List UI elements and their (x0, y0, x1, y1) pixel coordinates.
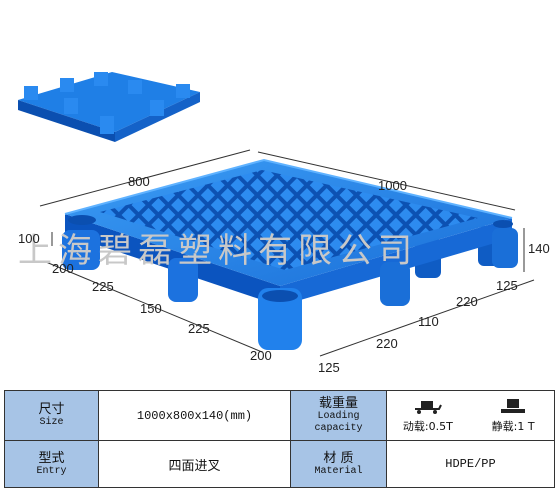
size-label-en: Size (39, 417, 64, 428)
dim-length: 1000 (378, 178, 407, 193)
static-load-label: 静载:1 T (491, 420, 535, 433)
dim-height-side: 140 (528, 241, 550, 256)
material-label-cell: 材 质 Material (290, 440, 387, 488)
material-label-en: Material (314, 465, 363, 477)
dimension-lines (39, 149, 535, 357)
side-spacing-5: 125 (496, 278, 518, 293)
side-spacing-2: 220 (376, 336, 398, 351)
entry-label-zh: 型式 (38, 450, 65, 466)
pallet-figure: 上海碧磊塑料有限公司 1000 800 100 140 200 225 150 … (18, 72, 550, 375)
capacity-label-cell: 载重量 Loading capacity (290, 390, 387, 441)
static-load: 静载:1 T (473, 397, 553, 434)
watermark: 上海碧磊塑料有限公司 (18, 231, 418, 271)
capacity-value-cell: 动载:0.5T 静载:1 T (386, 390, 555, 441)
capacity-label-zh: 载重量 (318, 396, 358, 411)
entry-label-cell: 型式 Entry (4, 440, 99, 488)
static-load-icon (501, 399, 526, 413)
material-value: HDPE/PP (386, 440, 555, 488)
dim-width: 800 (128, 174, 150, 189)
front-spacing-2: 225 (92, 279, 114, 294)
front-spacing-3: 150 (140, 301, 162, 316)
side-spacing-3: 110 (418, 314, 439, 329)
forklift-dynamic-load-icon (414, 401, 442, 414)
front-spacing-1: 200 (52, 261, 74, 276)
material-label-zh: 材 质 (323, 450, 354, 466)
side-spacing-1: 125 (318, 360, 340, 375)
front-spacing-5: 200 (250, 348, 272, 363)
spec-table: 尺寸 Size 1000x800x140(mm) 载重量 Loading cap… (4, 390, 555, 488)
svg-text:上海碧磊塑料有限公司: 上海碧磊塑料有限公司 (18, 231, 418, 271)
capacity-label-en-2: capacity (314, 423, 363, 434)
dim-height-front: 100 (18, 231, 40, 246)
capacity-label-en-1: Loading (317, 411, 360, 422)
entry-label-en: Entry (36, 465, 67, 477)
size-value: 1000x800x140(mm) (98, 390, 291, 441)
front-spacing-4: 225 (188, 321, 210, 336)
size-label-zh: 尺寸 (38, 402, 65, 417)
pallet-main (62, 158, 518, 350)
pallet-thumbnail (18, 72, 200, 142)
size-label-cell: 尺寸 Size (4, 390, 99, 441)
entry-value: 四面进叉 (98, 440, 291, 488)
dynamic-load: 动载:0.5T (388, 397, 468, 434)
dimension-labels: 1000 800 100 140 200 225 150 225 200 125… (18, 174, 550, 375)
side-spacing-4: 220 (456, 294, 478, 309)
dynamic-load-label: 动载:0.5T (402, 420, 453, 433)
